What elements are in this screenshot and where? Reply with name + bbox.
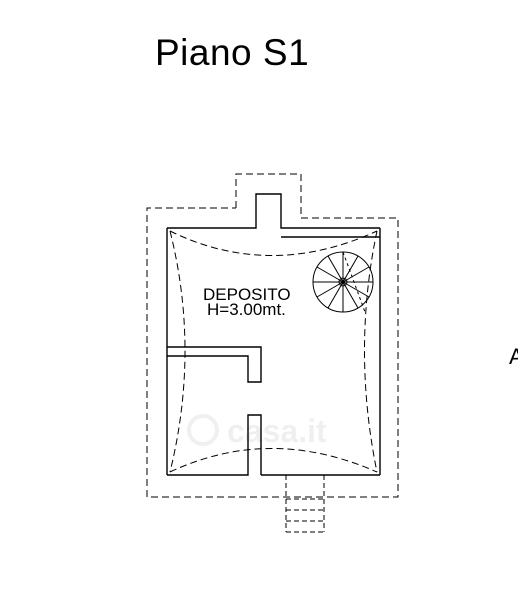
vault-curve-bottom	[169, 448, 378, 473]
vault-curve-right	[364, 230, 378, 473]
room-height: H=3.00mt.	[207, 300, 286, 319]
watermark-text: casa.it	[227, 413, 327, 449]
vault-curve-left	[169, 230, 186, 473]
room-name: DEPOSITO	[203, 285, 291, 304]
cut-off-label: A	[509, 344, 518, 369]
wall-bottom	[167, 414, 262, 476]
exterior-steps	[285, 475, 325, 533]
vault-curve-top	[169, 230, 378, 256]
wall-top	[167, 193, 380, 229]
dashed-outer-outline	[146, 173, 399, 498]
watermark: casa.it	[187, 413, 327, 449]
spiral-staircase	[312, 251, 374, 313]
floor-title: Piano S1	[155, 32, 310, 73]
internal-partition	[167, 346, 262, 383]
